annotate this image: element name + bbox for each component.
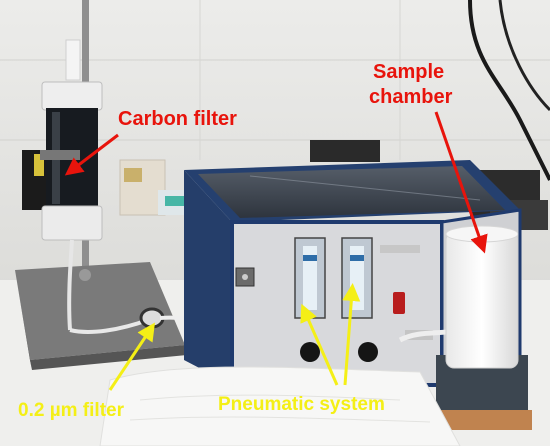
tube-down — [67, 239, 74, 331]
black-box — [310, 140, 380, 162]
arrow-icon — [64, 133, 119, 176]
device-frame-side — [184, 170, 232, 385]
red-switch — [393, 292, 405, 314]
filter-tube-top — [65, 39, 81, 81]
arrow-icon — [342, 283, 361, 386]
label-pneumatic-system: Pneumatic system — [218, 394, 385, 415]
label-micro-filter: 0.2 µm filter — [18, 400, 125, 421]
arrow-icon — [300, 303, 339, 386]
cable — [468, 0, 550, 181]
knob-icon — [358, 342, 378, 362]
white-cloth — [99, 366, 461, 446]
arrow-icon — [434, 111, 488, 254]
flowmeter-icon — [294, 237, 326, 319]
label-carbon-filter: Carbon filter — [118, 108, 237, 130]
flowmeter-icon — [341, 237, 373, 319]
filter-cap-top — [41, 81, 103, 111]
filter-cap-bottom — [41, 205, 103, 241]
arrow-icon — [108, 322, 155, 391]
label-sample-chamber-line1: Sample — [373, 61, 444, 83]
knob-icon — [300, 342, 320, 362]
label-sample-chamber-line2: chamber — [369, 86, 453, 108]
micro-filter — [139, 307, 165, 329]
sample-chamber — [445, 231, 519, 369]
